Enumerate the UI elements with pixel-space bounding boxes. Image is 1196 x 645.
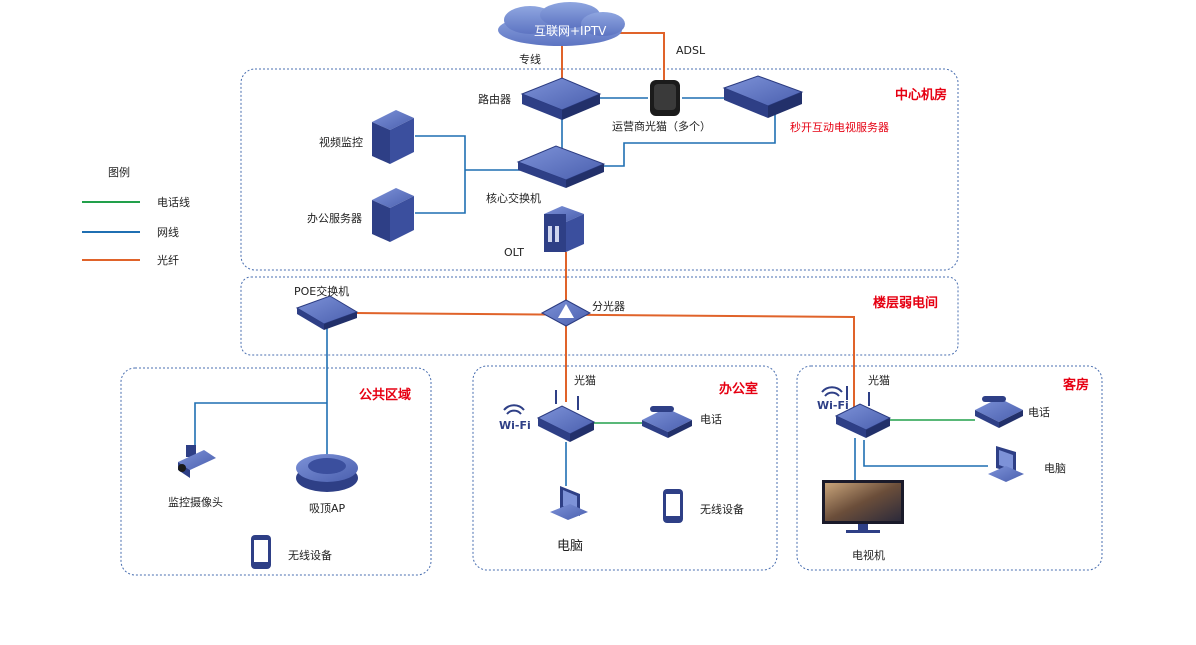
zone-public — [120, 367, 432, 576]
tv-server-label: 秒开互动电视服务器 — [790, 121, 889, 134]
zone-office-title: 办公室 — [719, 382, 759, 397]
office-onu-label: 光猫 — [574, 374, 596, 387]
ceiling-ap-label: 吸顶AP — [309, 502, 346, 515]
office-pc-label: 电脑 — [557, 539, 584, 554]
phone-lines — [593, 419, 975, 424]
core-switch-label: 核心交换机 — [486, 192, 541, 205]
optical-modem-icon — [650, 80, 680, 116]
video-server-icon — [372, 110, 414, 164]
guest-tv-label: 电视机 — [852, 549, 885, 562]
office-server-label: 办公服务器 — [307, 212, 362, 225]
router-label: 路由器 — [478, 93, 511, 106]
office-desk-phone-icon — [642, 406, 692, 438]
video-monitor-label: 视频监控 — [319, 136, 363, 149]
office-mobile-icon — [663, 489, 683, 523]
legend-phone-label: 电话线 — [157, 196, 190, 209]
dedicated-line-label: 专线 — [519, 53, 541, 66]
legend-fiber-label: 光纤 — [157, 254, 179, 267]
public-wireless-label: 无线设备 — [288, 549, 332, 562]
legend-network-label: 网线 — [157, 226, 179, 239]
olt-label: OLT — [504, 246, 524, 259]
carrier-modem-label: 运营商光猫（多个） — [612, 120, 711, 133]
adsl-label: ADSL — [676, 44, 706, 57]
office-server-icon — [372, 188, 414, 242]
zone-floor-room-title: 楼层弱电间 — [873, 296, 939, 311]
olt-icon — [544, 206, 584, 252]
network-lines — [194, 97, 988, 486]
legend-title: 图例 — [108, 166, 130, 179]
guest-pc-label: 电脑 — [1044, 462, 1066, 475]
office-onu-icon — [536, 390, 596, 442]
core-switch-icon — [516, 145, 606, 188]
office-wireless-label: 无线设备 — [700, 503, 744, 516]
guest-wifi-icon — [821, 386, 843, 397]
ceiling-ap-icon — [296, 454, 358, 492]
splitter-label: 分光器 — [592, 300, 625, 313]
public-mobile-icon — [251, 535, 271, 569]
surveillance-camera-icon — [178, 445, 216, 478]
zone-guest-title: 客房 — [1063, 378, 1090, 393]
zone-office — [472, 365, 778, 571]
guest-phone-label: 电话 — [1028, 406, 1050, 419]
cloud-label: 互联网+IPTV — [534, 24, 607, 38]
office-wifi-label: Wi-Fi — [499, 419, 531, 432]
zone-core-room — [240, 68, 959, 271]
poe-switch-icon — [295, 295, 359, 330]
internet-cloud-icon — [498, 2, 625, 46]
office-phone-label: 电话 — [700, 413, 722, 426]
fiber-lines — [355, 32, 855, 410]
zone-floor-room — [240, 276, 959, 356]
guest-desk-phone-icon — [975, 396, 1023, 428]
legend-lines — [82, 201, 140, 261]
splitter-icon — [540, 299, 592, 327]
tv-server-icon — [722, 75, 804, 118]
camera-label: 监控摄像头 — [168, 496, 223, 509]
office-wifi-icon — [503, 404, 525, 415]
guest-pc-icon — [988, 446, 1024, 482]
poe-switch-label: POE交换机 — [294, 285, 350, 298]
zone-public-title: 公共区域 — [359, 388, 412, 403]
guest-tv-icon — [822, 480, 904, 533]
zone-core-room-title: 中心机房 — [895, 88, 948, 103]
guest-onu-icon — [834, 386, 892, 438]
guest-wifi-label: Wi-Fi — [817, 399, 849, 412]
guest-onu-label: 光猫 — [868, 374, 890, 387]
office-pc-icon — [550, 486, 588, 520]
router-icon — [520, 77, 602, 120]
